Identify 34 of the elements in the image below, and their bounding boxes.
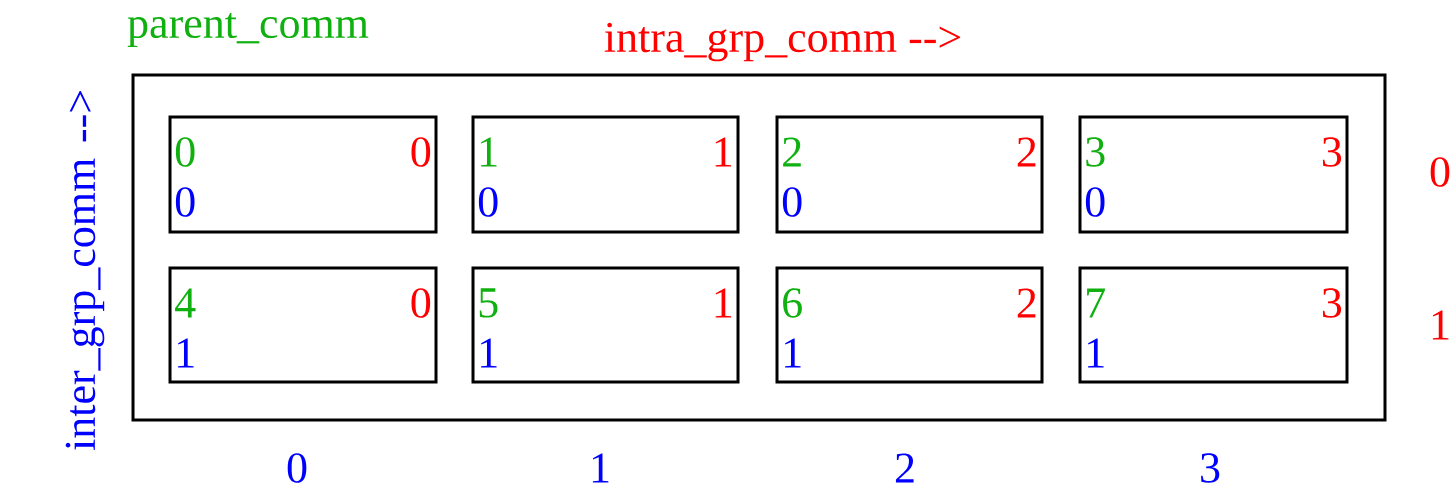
rank-number: 1 bbox=[1088, 338, 1104, 368]
axis-label: 2 bbox=[895, 453, 914, 483]
rank-number: 2 bbox=[1017, 137, 1036, 167]
rank-number: 1 bbox=[715, 137, 732, 167]
axis-title: inter_grp_comm --> bbox=[65, 91, 105, 451]
rank-number: 7 bbox=[1087, 288, 1105, 318]
rank-number: 0 bbox=[411, 288, 431, 318]
rank-number: 0 bbox=[478, 187, 498, 217]
axis-label: 0 bbox=[287, 453, 307, 483]
rank-number: 3 bbox=[1322, 137, 1342, 167]
rank-number: 1 bbox=[481, 137, 497, 167]
axis-label: 1 bbox=[592, 453, 609, 483]
rank-number: 0 bbox=[1085, 187, 1105, 217]
rank-number: 0 bbox=[411, 137, 431, 167]
axis-label: 3 bbox=[1201, 453, 1220, 483]
rank-number: 0 bbox=[782, 187, 802, 217]
rank-number: 3 bbox=[1322, 288, 1342, 318]
axis-label: 1 bbox=[1432, 310, 1449, 340]
rank-number: 5 bbox=[479, 288, 498, 318]
rank-number: 0 bbox=[175, 137, 195, 167]
outer-box bbox=[131, 73, 1387, 422]
rank-number: 1 bbox=[785, 338, 801, 368]
rank-number: 4 bbox=[175, 288, 196, 318]
rank-number: 2 bbox=[1017, 288, 1036, 318]
axis-title: intra_grp_comm --> bbox=[604, 22, 961, 62]
rank-number: 3 bbox=[1086, 137, 1105, 167]
rank-number: 1 bbox=[481, 338, 497, 368]
rank-number: 2 bbox=[783, 137, 801, 167]
axis-title: parent_comm bbox=[127, 12, 369, 48]
rank-number: 1 bbox=[178, 338, 194, 368]
rank-number: 1 bbox=[715, 288, 732, 318]
axis-label: 0 bbox=[1430, 157, 1450, 187]
rank-number: 0 bbox=[175, 187, 195, 217]
rank-number: 6 bbox=[783, 288, 802, 318]
